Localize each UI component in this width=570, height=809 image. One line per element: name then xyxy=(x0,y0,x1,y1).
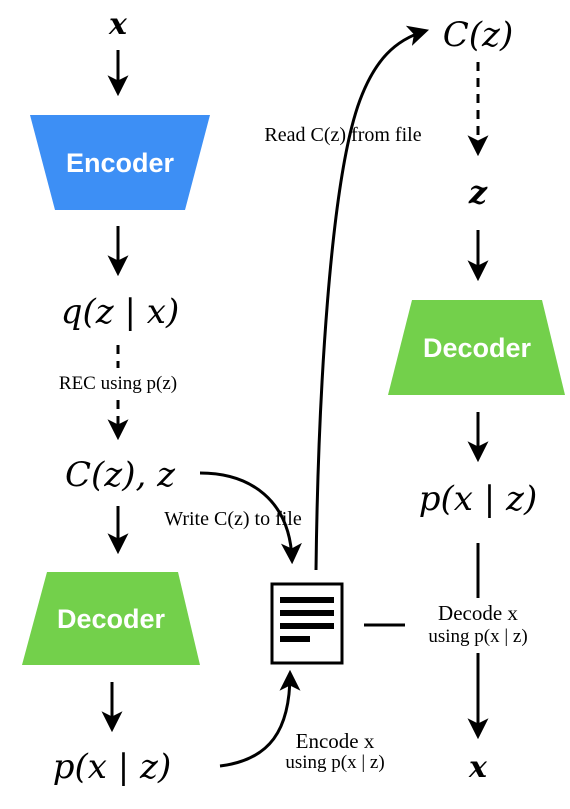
encode-label-line1: Encode x xyxy=(296,729,375,753)
encode-label-line2: using p(x | z) xyxy=(285,752,384,773)
decoder-right-label: Decoder xyxy=(423,333,532,363)
latent-z-right: z xyxy=(468,173,488,211)
code-and-sample-left: C(z), z xyxy=(65,455,176,495)
decoder-block-left xyxy=(22,572,200,665)
read-label: Read C(z) from file xyxy=(264,124,421,146)
decode-label-line2: using p(x | z) xyxy=(428,626,527,647)
input-x-top: x xyxy=(108,7,128,42)
encoder-block xyxy=(30,115,210,210)
file-document-icon xyxy=(270,582,344,665)
decoder-left-label: Decoder xyxy=(57,604,166,634)
likelihood-p-left: p(x | z) xyxy=(53,747,171,787)
arrow-write-to-file xyxy=(199,471,302,565)
write-label: Write C(z) to file xyxy=(164,508,302,530)
encoder-label: Encoder xyxy=(66,148,175,178)
rec-note: REC using p(z) xyxy=(59,373,177,394)
arrow-encode-to-file xyxy=(219,669,301,768)
likelihood-p-right: p(x | z) xyxy=(419,479,537,519)
decoder-block-right xyxy=(388,300,565,395)
posterior-q: q(z | x) xyxy=(61,292,179,332)
decode-label-line1: Decode x xyxy=(438,601,518,625)
arrow-read-from-file xyxy=(314,25,430,571)
code-right: C(z) xyxy=(443,15,513,55)
output-x-right: x xyxy=(468,750,488,785)
